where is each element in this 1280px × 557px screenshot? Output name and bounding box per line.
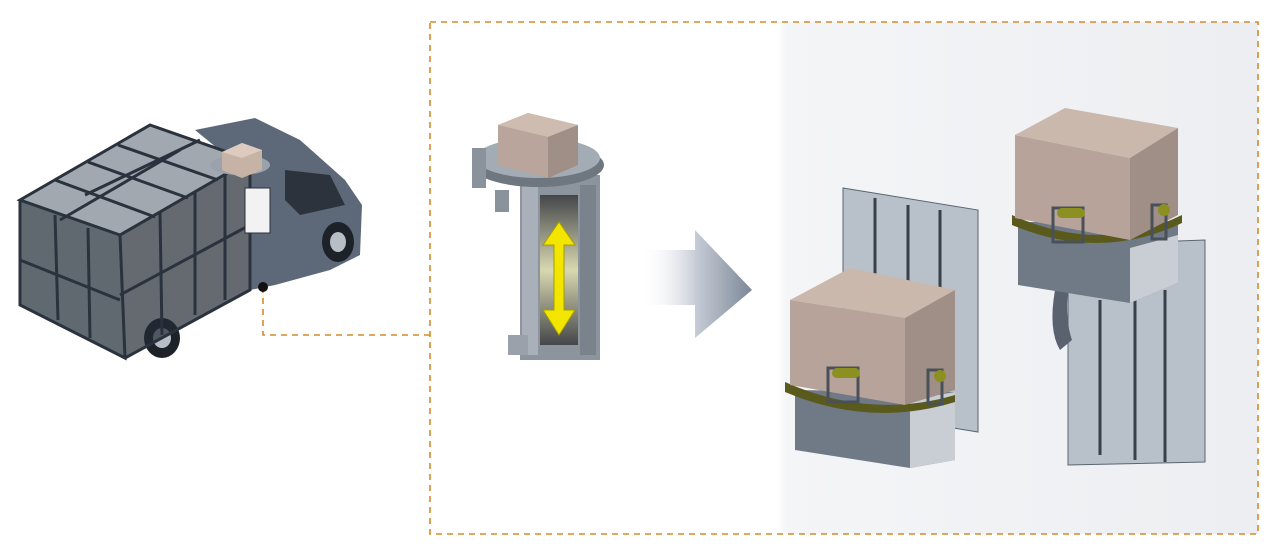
lift-unit-lowered [785, 187, 979, 468]
right-arrow-icon [640, 230, 752, 338]
up-down-arrow-icon [542, 221, 576, 336]
delivery-van [16, 118, 362, 361]
lift-module [472, 113, 604, 360]
dashed-detail-frame [429, 21, 1259, 535]
lift-unit-raised [1012, 108, 1206, 466]
dashed-connector-line [262, 287, 430, 336]
lift-location-marker [258, 282, 268, 292]
